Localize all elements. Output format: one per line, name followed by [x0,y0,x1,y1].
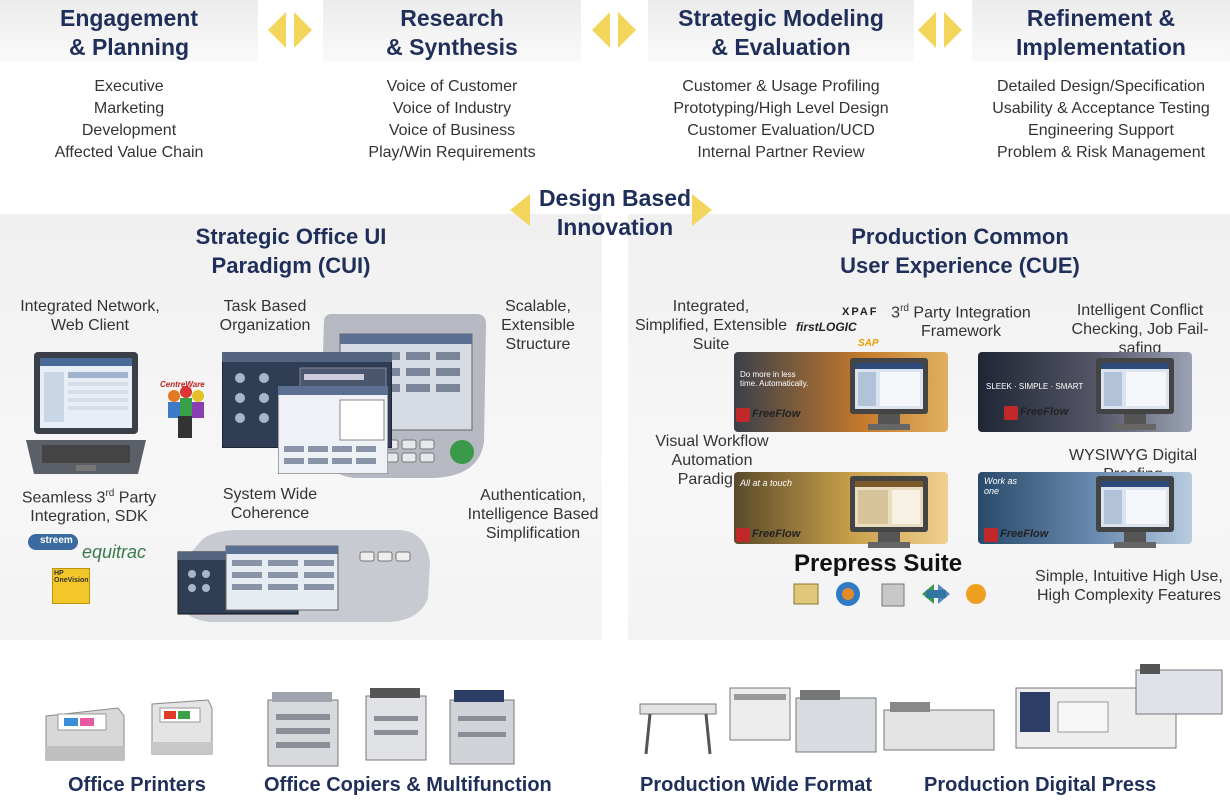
right-panel-title: Production Common User Experience (CUE) [840,224,1080,278]
office-copiers-image [267,688,515,767]
footer-production-digital-press: Production Digital Press [924,774,1157,796]
double-arrow-icon [592,12,636,48]
label-authentication: Authentication, Intelligence Based Simpl… [467,487,599,542]
prepress-suite-icons [793,582,986,607]
equitrac-logo-text: equitrac [82,542,147,562]
centreware-logo-icon [168,386,204,438]
firstlogic-logo-text: firstLOGIC [796,320,857,334]
phase-items-engagement: Executive Marketing Development Affected… [54,78,204,161]
phase-items-modeling: Customer & Usage Profiling Prototyping/H… [673,78,889,161]
xpaf-logo-text: XPAF [842,306,879,318]
label-visual-workflow: Visual Workflow Automation Paradigm [655,433,769,488]
freeflow-logo-icon [1004,406,1018,420]
footer-production-wide-format: Production Wide Format [640,774,873,796]
label-task-based: Task Based Organization [219,298,311,334]
copy-dialog-screen-image [278,386,388,474]
center-title: Design Based Innovation [538,185,692,240]
hp-onevision-logo-text: HP OneVision [54,570,89,584]
streem-logo-text: streem [40,535,73,546]
freeflow-logo-text: FreeFlow [1020,406,1069,418]
double-arrow-icon [918,12,962,48]
freeflow-tile-4-text: Work as one [984,476,1018,496]
monitor-image [1096,358,1174,430]
monitor-image [850,358,928,430]
footer-office-printers: Office Printers [68,774,206,796]
phase-box-3 [648,0,914,62]
phase-box-1 [0,0,258,62]
phase-items-refinement: Detailed Design/Specification Usability … [992,78,1210,161]
freeflow-tile-1-text: Do more in less time. Automatically. [740,370,809,388]
left-panel-title: Strategic Office UI Paradigm (CUI) [195,224,387,278]
right-arrow-icon [692,194,712,226]
label-integrated-network: Integrated Network, Web Client [20,298,160,334]
phase-box-2 [323,0,581,62]
hp-onevision-logo [52,568,90,604]
label-scalable: Scalable, Extensible Structure [501,298,575,353]
freeflow-logo-icon [736,528,750,542]
label-intelligent-conflict: Intelligent Conflict Checking, Job Fail-… [1071,302,1209,357]
label-system-wide: System Wide Coherence [222,486,318,522]
label-third-party-framework: 3rd Party Integration Framework [891,303,1031,341]
freeflow-tile-3-text: All at a touch [740,478,793,488]
phase-title-research: Research & Synthesis [386,5,518,60]
phase-box-4 [972,0,1230,62]
phase-items-research: Voice of Customer Voice of Industry Voic… [368,78,536,161]
freeflow-logo-text: FreeFlow [1000,528,1049,540]
copier-panel-lower-image [177,530,430,622]
label-simple-intuitive: Simple, Intuitive High Use, High Complex… [1035,568,1223,604]
phase-title-engagement: Engagement & Planning [59,5,199,60]
double-arrow-icon [268,12,312,48]
phase-title-refinement: Refinement & Implementation [1016,5,1186,60]
laptop-image [26,352,146,474]
freeflow-logo-text: FreeFlow [752,408,801,420]
freeflow-logo-text: FreeFlow [752,528,801,540]
monitor-image [1096,476,1174,548]
prepress-suite-title: Prepress Suite [794,550,963,577]
production-wide-format-image [639,687,877,755]
phase-title-modeling: Strategic Modeling & Evaluation [678,5,884,60]
footer-office-copiers: Office Copiers & Multifunction [264,774,552,796]
streem-logo [28,534,78,550]
freeflow-logo-icon [736,408,750,422]
freeflow-tile-2-text: SLEEK · SIMPLE · SMART [986,382,1084,391]
label-seamless: Seamless 3rd Party Integration, SDK [21,488,157,526]
centreware-logo-text: CentreWare [160,380,205,389]
label-integrated-suite: Integrated, Simplified, Extensible Suite [634,298,788,353]
left-arrow-icon [510,194,530,226]
office-printers-image [45,699,213,761]
production-digital-press-image [883,664,1223,751]
freeflow-logo-icon [984,528,998,542]
sap-logo-text: SAP [858,338,879,349]
monitor-image [850,476,928,548]
